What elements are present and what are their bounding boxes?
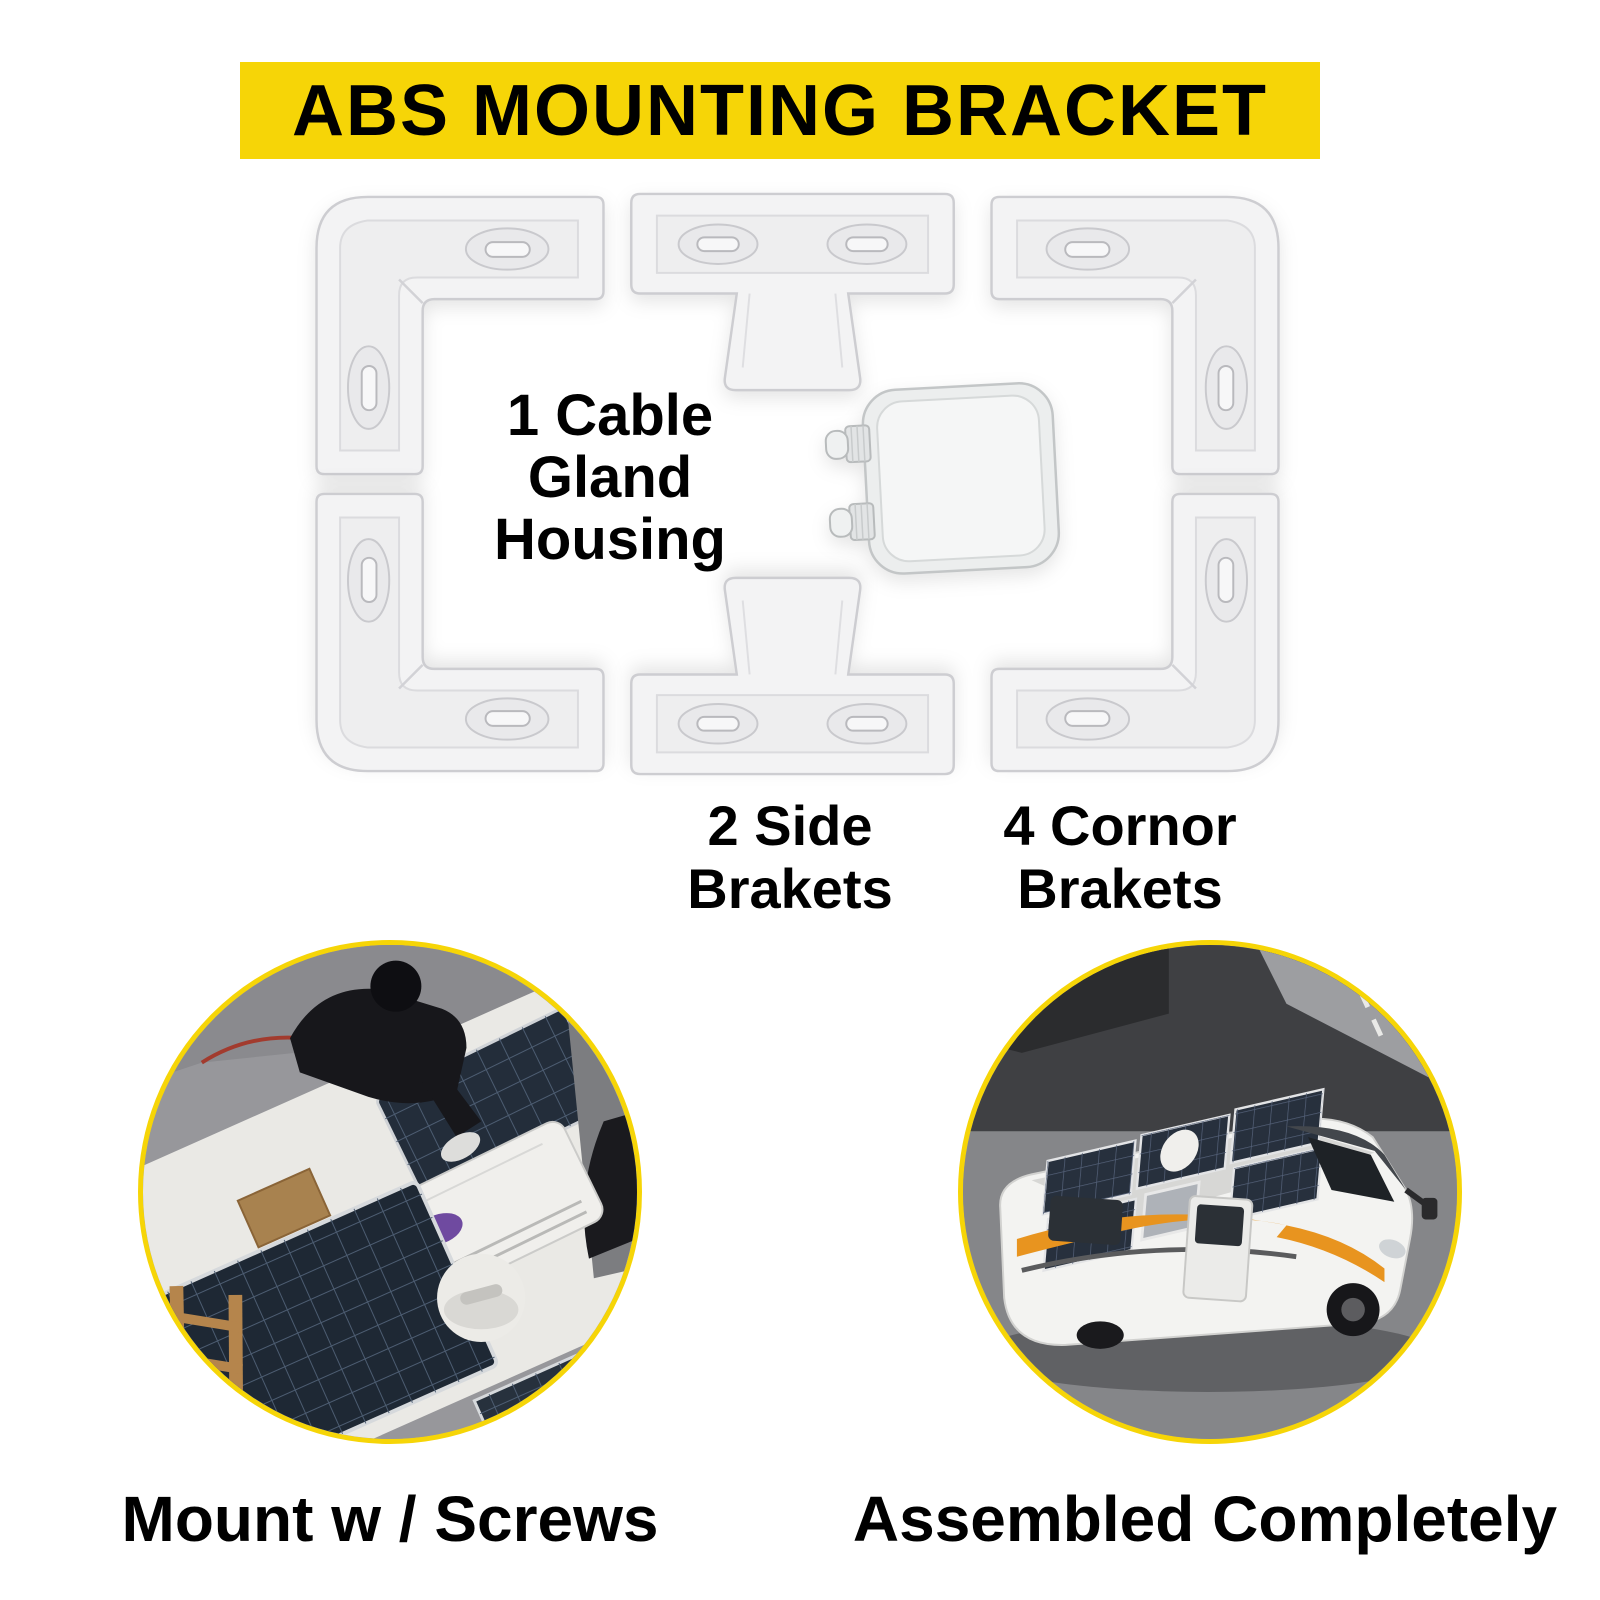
side-bracket-bottom xyxy=(625,566,960,778)
page-title: ABS MOUNTING BRACKET xyxy=(292,70,1268,151)
side-bracket-top xyxy=(625,190,960,402)
mount-with-screws-photo xyxy=(138,940,642,1444)
mount-caption: Mount w / Screws xyxy=(121,1483,659,1555)
assembled-rv-photo xyxy=(958,940,1462,1444)
title-banner: ABS MOUNTING BRACKET xyxy=(240,62,1320,159)
bracket-kit-diagram: 1 Cable Gland Housing xyxy=(300,185,1310,785)
side-brackets-label: 2 Side Brakets xyxy=(687,794,893,920)
cable-gland-housing xyxy=(820,381,1065,581)
assembled-caption: Assembled Completely xyxy=(852,1483,1558,1555)
corner-brackets-label: 4 Cornor Brakets xyxy=(1003,794,1237,920)
cable-gland-label: 1 Cable Gland Housing xyxy=(494,383,726,573)
